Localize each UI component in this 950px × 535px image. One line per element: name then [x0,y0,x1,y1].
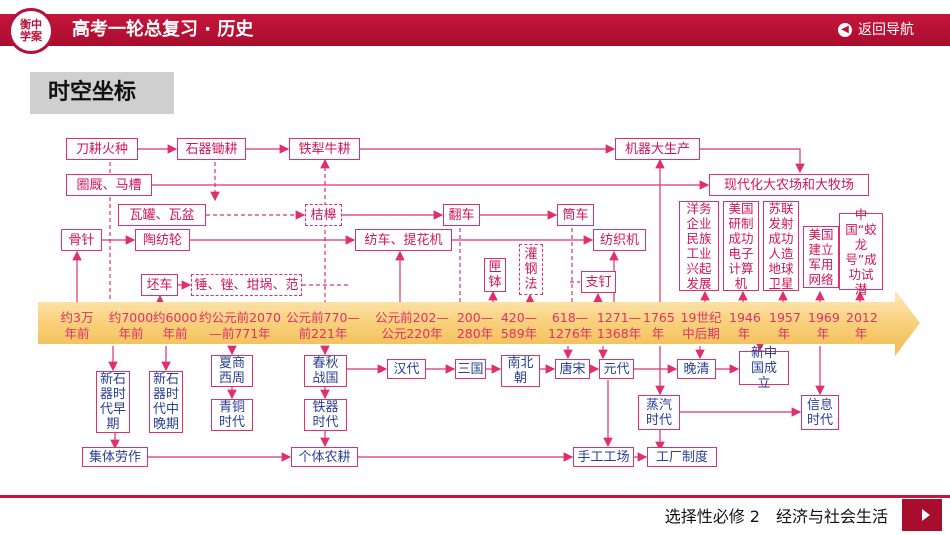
box-xinzhongguo: 新中国成立 [739,346,789,391]
timeline-label: 1946 年 [729,310,761,341]
box-xiandai: 现代化大农场和大牧场 [709,174,869,196]
box-tangsong: 唐宋 [555,359,590,379]
box-qingtong: 青铜时代 [211,399,253,431]
box-waguan: 瓦罐、瓦盆 [118,204,206,226]
box-taofanglun: 陶纺轮 [135,229,190,251]
box-zhengqi: 蒸汽时代 [638,395,680,430]
box-tieqi: 铁器时代 [304,399,347,431]
box-fangzhiji: 纺织机 [593,229,646,251]
box-pichui: 坯车 [141,274,178,296]
box-xiashang: 夏商西周 [211,355,253,387]
timeline-label: 19世纪 中后期 [680,310,722,341]
timeline-label: 1957 年 [769,310,801,341]
box-nanbei: 南北朝 [501,355,540,387]
box-yangwu: 洋务企业民族工业兴起发展 [679,201,719,291]
box-jiegao: 桔槔 [305,204,342,226]
box-jiti: 集体劳作 [82,447,148,467]
timeline-label: 公元前202— 公元220年 [375,310,449,341]
box-fanche: 翻车 [443,204,480,226]
timeline-label: 618— 1276年 [548,310,593,341]
box-jubo: 匣钵 [484,258,506,292]
timeline-label: 200— 280年 [456,310,494,341]
timeline-label: 1969 年 [808,310,840,341]
box-shougong: 手工工场 [573,447,634,467]
box-daogeng: 刀耕火种 [66,138,138,160]
chevron-left-icon: ◀ [838,23,852,37]
box-fangche: 纺车、提花机 [355,229,452,251]
section-title: 时空坐标 [30,72,174,114]
box-gongchang: 工厂制度 [647,447,717,467]
box-quanjiu: 圈厩、马槽 [66,174,152,196]
logo-text: 衡中学案 [20,18,42,43]
box-sulian: 苏联发射成功人造地球卫星 [763,201,799,291]
next-page-button[interactable] [902,499,942,531]
box-xinshiqi-zhong: 新石器时代中晚期 [149,371,183,433]
box-xinshiqi-zao: 新石器时代早期 [96,371,130,433]
box-jiqi: 机器大生产 [615,138,700,160]
timeline-label: 1765 年 [643,310,675,341]
logo: 衡中学案 [8,8,54,54]
box-wanqing: 晚清 [677,359,716,379]
box-zhiding: 支钉 [581,271,616,293]
timeline-label: 约6000 年前 [153,310,198,341]
timeline-arrow [38,290,920,356]
header-bar: 衡中学案 高考一轮总复习 · 历史 ◀ 返回导航 [0,0,950,62]
back-navigation-label: 返回导航 [858,22,914,38]
timeline-label: 约7000 年前 [108,310,154,341]
box-sanguo: 三国 [455,359,486,379]
box-xinxi: 信息时代 [801,395,839,430]
timeline-label: 1271— 1368年 [596,310,642,341]
box-handai: 汉代 [387,359,426,379]
box-shiqi: 石器锄耕 [177,138,246,160]
timeline-label: 约公元前2070 —前771年 [199,310,281,341]
box-meiguo-wangluo: 美国建立军用网络 [803,226,839,288]
timeline-label: 约3万 年前 [60,310,94,341]
box-chunqiu: 春秋战国 [304,355,347,387]
back-navigation-button[interactable]: ◀ 返回导航 [838,14,914,46]
box-tongche: 筒车 [557,204,594,226]
footer-text: 选择性必修 2 经济与社会生活 [664,507,888,526]
box-chuizhui: 锤、锉、坩埚、范 [191,274,302,296]
box-geti: 个体农耕 [291,447,358,467]
timeline-label: 2012 年 [846,310,878,341]
chevron-right-icon [922,509,930,521]
box-zhongguo: 中国“蛟龙号”成功试潜 [839,207,883,297]
header-band [0,14,950,46]
timeline-label: 公元前770— 前221年 [286,310,360,341]
footer-divider [0,495,950,498]
timeline-label: 420— 589年 [500,310,538,341]
header-title: 高考一轮总复习 · 历史 [72,19,254,40]
box-tieli: 铁犁牛耕 [289,138,360,160]
box-meiguo-jisuanji: 美国研制成功电子计算机 [723,201,759,291]
box-yuandai: 元代 [599,359,634,379]
footer-bar: 选择性必修 2 经济与社会生活 [0,495,950,535]
box-guangang: 灌钢法 [519,244,543,295]
box-guzhen: 骨针 [61,229,102,251]
